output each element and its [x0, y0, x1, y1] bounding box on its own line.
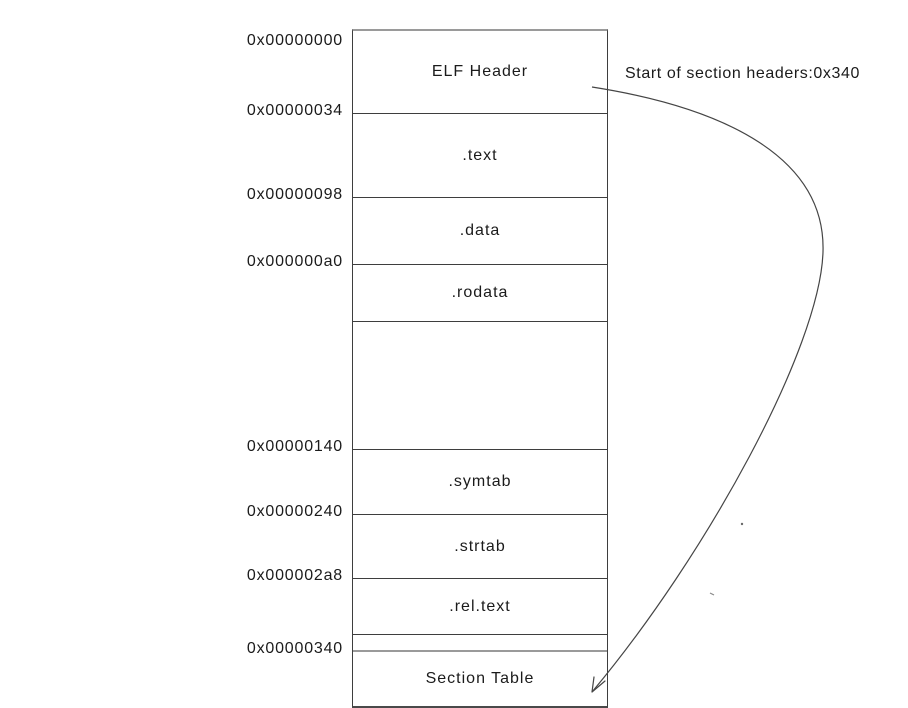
address-label: 0x000000a0 [246, 253, 343, 270]
memory-section-row [353, 321, 607, 449]
address-label: 0x00000000 [246, 32, 343, 49]
memory-section-row [353, 634, 607, 650]
memory-section-row: 0x00000098 .data [247, 186, 607, 264]
section-name: ELF Header [431, 63, 529, 80]
address-label: 0x00000034 [246, 102, 343, 119]
address-label: 0x00000340 [246, 640, 343, 657]
stray-mark [709, 592, 715, 596]
memory-section-row: 0x00000240 .strtab [247, 503, 607, 578]
memory-section-row: 0x000002a8 .rel.text [247, 567, 607, 634]
section-name: .strtab [454, 537, 506, 555]
memory-section-row: 0x000000a0 .rodata [247, 253, 607, 321]
section-headers-arrow-curve [591, 86, 824, 693]
memory-section-row: 0x00000034 .text [247, 102, 607, 197]
section-name: .rodata [451, 284, 509, 301]
stray-dot [740, 522, 744, 526]
section-name: Section Table [425, 670, 535, 687]
memory-section-row: 0x00000140 .symtab [247, 438, 607, 514]
address-label: 0x00000240 [246, 503, 343, 520]
section-name: .text [462, 146, 498, 164]
address-label: 0x00000140 [246, 438, 343, 455]
section-headers-annotation: Start of section headers:0x340 [625, 65, 861, 82]
section-name: .data [459, 222, 501, 239]
section-name: .symtab [448, 473, 512, 490]
section-name: .rel.text [449, 597, 511, 615]
address-label: 0x000002a8 [246, 567, 343, 584]
address-label: 0x00000098 [246, 186, 343, 203]
